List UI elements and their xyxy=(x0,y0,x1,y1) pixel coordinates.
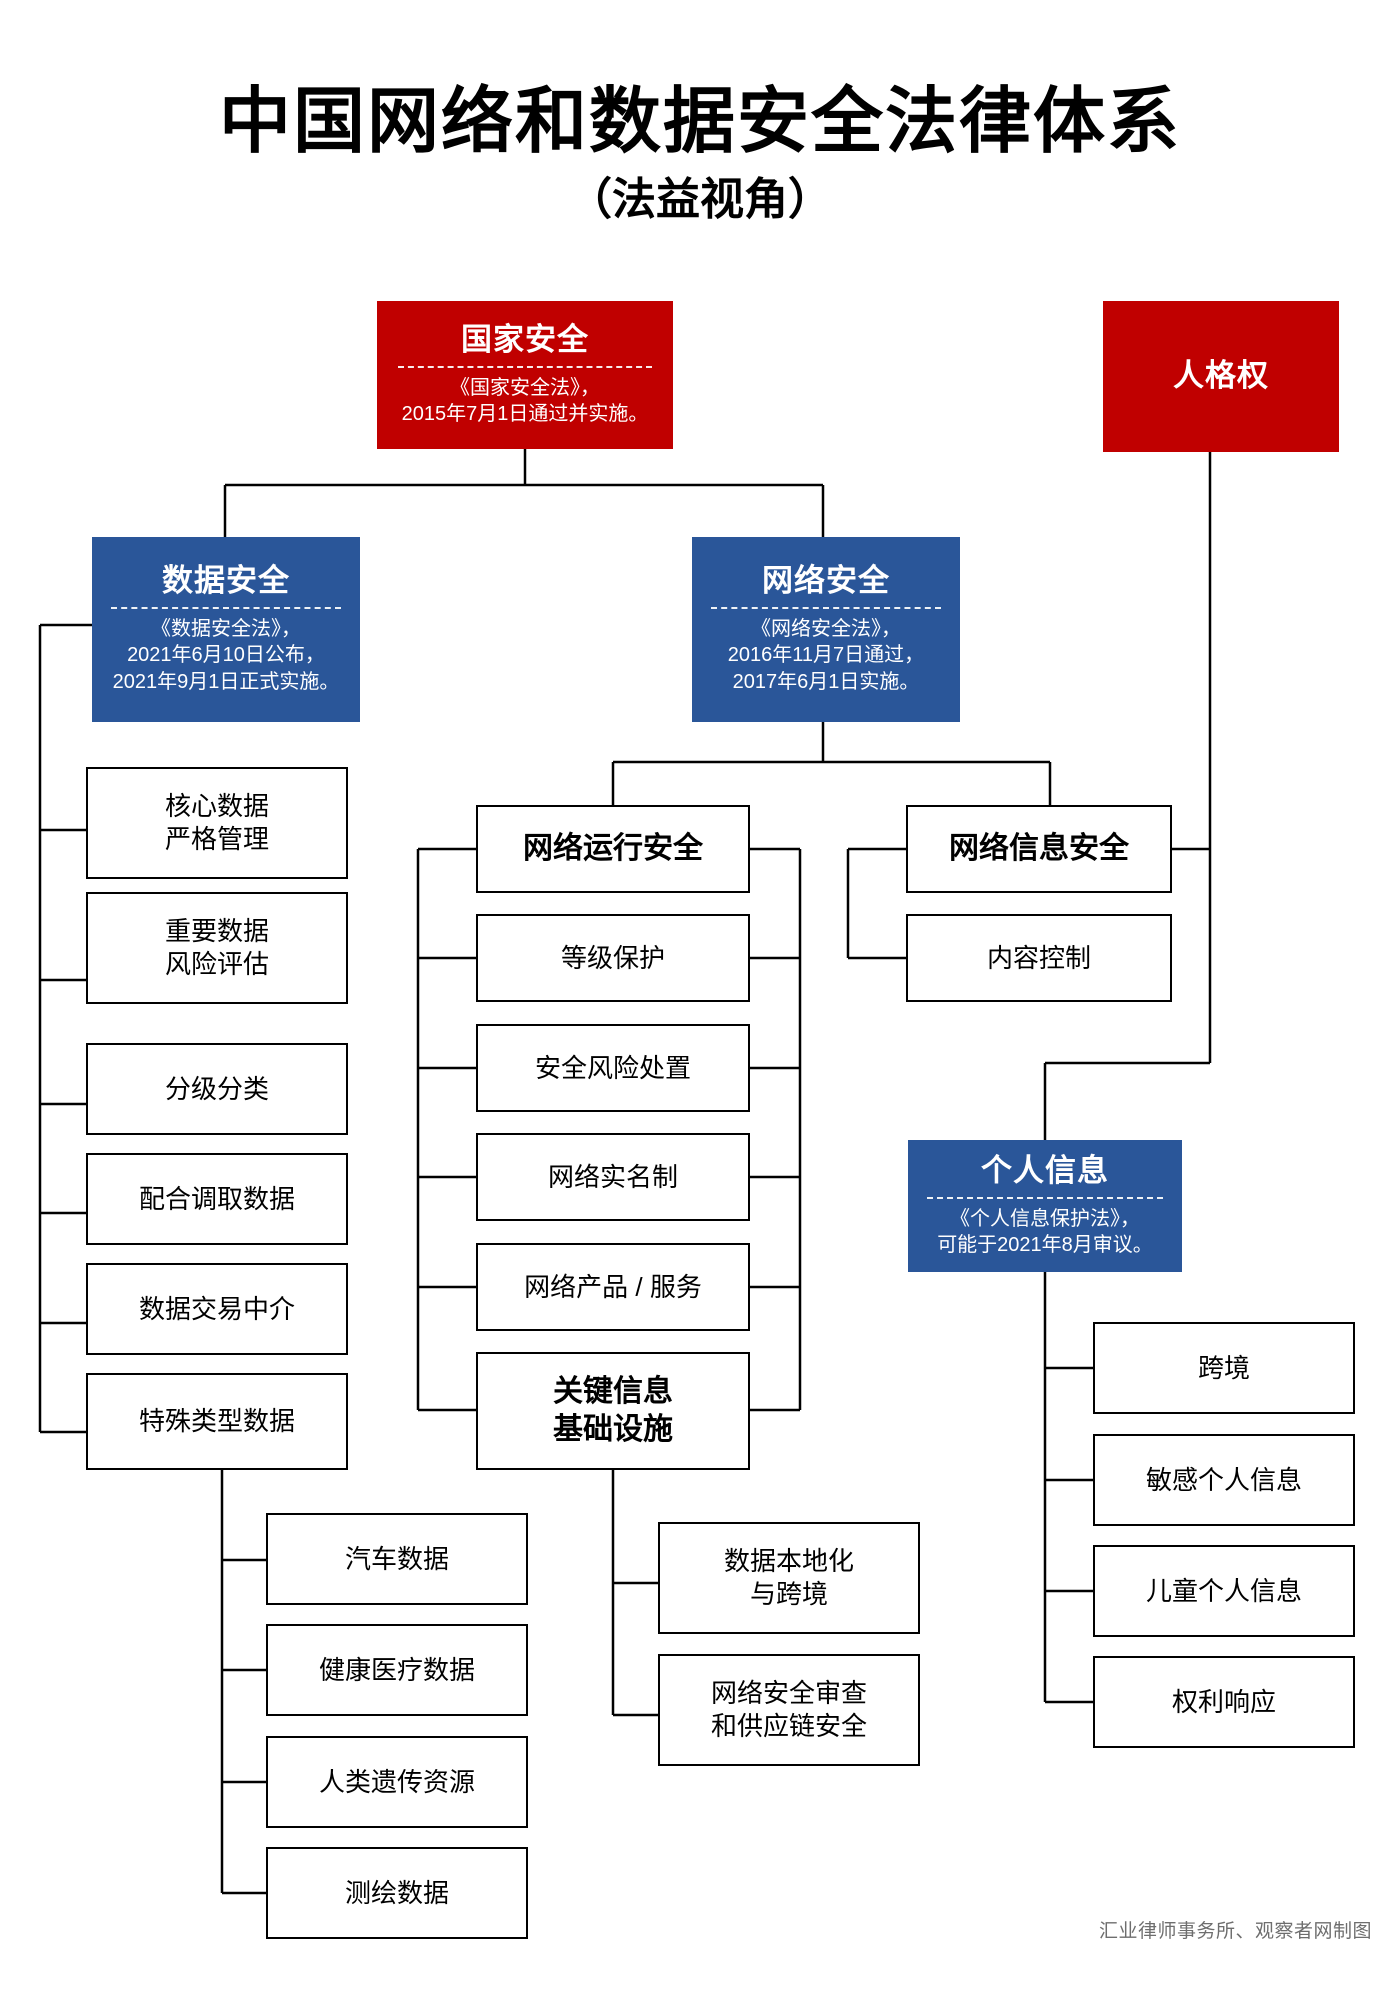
node-label: 配合调取数据 xyxy=(138,1183,295,1214)
node-network-security-title: 网络安全 xyxy=(762,562,890,598)
node-important-data[interactable]: 重要数据 风险评估 xyxy=(86,892,348,1004)
divider xyxy=(397,365,653,368)
credit-text: 汇业律师事务所、观察者网制图 xyxy=(1098,1921,1372,1942)
node-label: 网络安全审查 和供应链安全 xyxy=(710,1678,867,1741)
node-national-security-title: 国家安全 xyxy=(461,321,589,357)
node-data-security-note: 《数据安全法》， 2021年6月10日公布， 2021年9月1日正式实施。 xyxy=(112,617,340,693)
node-label: 数据交易中介 xyxy=(138,1293,295,1324)
node-label: 分级分类 xyxy=(164,1073,269,1104)
node-network-products-services[interactable]: 网络产品 / 服务 xyxy=(476,1243,750,1331)
node-label: 儿童个人信息 xyxy=(1145,1575,1302,1606)
node-children-personal-information[interactable]: 儿童个人信息 xyxy=(1093,1545,1355,1637)
node-label: 核心数据 严格管理 xyxy=(164,791,269,854)
node-label: 关键信息 基础设施 xyxy=(553,1375,673,1446)
node-cybersecurity-review-supply-chain[interactable]: 网络安全审查 和供应链安全 xyxy=(658,1654,920,1766)
node-label: 测绘数据 xyxy=(344,1877,449,1908)
node-label: 等级保护 xyxy=(560,942,665,973)
node-data-security[interactable]: 数据安全 《数据安全法》， 2021年6月10日公布， 2021年9月1日正式实… xyxy=(92,537,360,722)
node-special-type-data[interactable]: 特殊类型数据 xyxy=(86,1373,348,1470)
node-label: 网络实名制 xyxy=(547,1161,678,1192)
divider xyxy=(710,606,942,609)
node-network-security[interactable]: 网络安全 《网络安全法》， 2016年11月7日通过， 2017年6月1日实施。 xyxy=(692,537,960,722)
node-data-security-title: 数据安全 xyxy=(162,562,290,598)
node-label: 汽车数据 xyxy=(344,1543,449,1574)
node-critical-information-infrastructure[interactable]: 关键信息 基础设施 xyxy=(476,1352,750,1470)
node-label: 安全风险处置 xyxy=(534,1052,691,1083)
node-national-security[interactable]: 国家安全 《国家安全法》， 2015年7月1日通过并实施。 xyxy=(377,301,673,449)
node-core-data[interactable]: 核心数据 严格管理 xyxy=(86,767,348,879)
divider xyxy=(927,1196,1163,1199)
node-label: 人类遗传资源 xyxy=(318,1766,475,1797)
node-network-information-security[interactable]: 网络信息安全 xyxy=(906,805,1172,893)
node-label: 特殊类型数据 xyxy=(138,1406,295,1437)
page-title: 中国网络和数据安全法律体系 xyxy=(218,82,1181,162)
node-personal-information-note: 《个人信息保护法》， 可能于2021年8月审议。 xyxy=(937,1207,1153,1257)
node-label: 网络产品 / 服务 xyxy=(524,1271,702,1302)
node-surveying-mapping-data[interactable]: 测绘数据 xyxy=(266,1847,528,1939)
node-data-localization-cross-border[interactable]: 数据本地化 与跨境 xyxy=(658,1522,920,1634)
node-national-security-note: 《国家安全法》， 2015年7月1日通过并实施。 xyxy=(401,376,649,426)
node-security-risk-handling[interactable]: 安全风险处置 xyxy=(476,1024,750,1112)
node-personal-information[interactable]: 个人信息 《个人信息保护法》， 可能于2021年8月审议。 xyxy=(908,1140,1182,1272)
node-rights-response[interactable]: 权利响应 xyxy=(1093,1656,1355,1748)
page-subtitle: （法益视角） xyxy=(568,175,832,224)
node-human-genetic-resources[interactable]: 人类遗传资源 xyxy=(266,1736,528,1828)
node-graded-protection[interactable]: 等级保护 xyxy=(476,914,750,1002)
node-label: 内容控制 xyxy=(986,942,1091,973)
divider xyxy=(110,606,342,609)
node-label: 重要数据 风险评估 xyxy=(164,916,269,979)
node-data-retrieval-cooperation[interactable]: 配合调取数据 xyxy=(86,1153,348,1245)
node-cross-border[interactable]: 跨境 xyxy=(1093,1322,1355,1414)
node-label: 网络信息安全 xyxy=(949,832,1129,866)
node-vehicle-data[interactable]: 汽车数据 xyxy=(266,1513,528,1605)
node-label: 敏感个人信息 xyxy=(1145,1464,1302,1495)
node-personality-right-title: 人格权 xyxy=(1173,358,1269,394)
node-label: 健康医疗数据 xyxy=(318,1654,475,1685)
node-personality-right[interactable]: 人格权 xyxy=(1103,301,1339,452)
node-network-operation-security[interactable]: 网络运行安全 xyxy=(476,805,750,893)
node-health-medical-data[interactable]: 健康医疗数据 xyxy=(266,1624,528,1716)
node-label: 网络运行安全 xyxy=(523,832,703,866)
node-network-real-name-system[interactable]: 网络实名制 xyxy=(476,1133,750,1221)
node-personal-information-title: 个人信息 xyxy=(981,1152,1109,1188)
node-sensitive-personal-information[interactable]: 敏感个人信息 xyxy=(1093,1434,1355,1526)
node-network-security-note: 《网络安全法》， 2016年11月7日通过， 2017年6月1日实施。 xyxy=(727,617,925,693)
node-content-control[interactable]: 内容控制 xyxy=(906,914,1172,1002)
node-classification[interactable]: 分级分类 xyxy=(86,1043,348,1135)
node-data-trading-intermediary[interactable]: 数据交易中介 xyxy=(86,1263,348,1355)
node-label: 数据本地化 与跨境 xyxy=(723,1546,854,1609)
node-label: 跨境 xyxy=(1197,1352,1250,1383)
node-label: 权利响应 xyxy=(1171,1686,1276,1717)
